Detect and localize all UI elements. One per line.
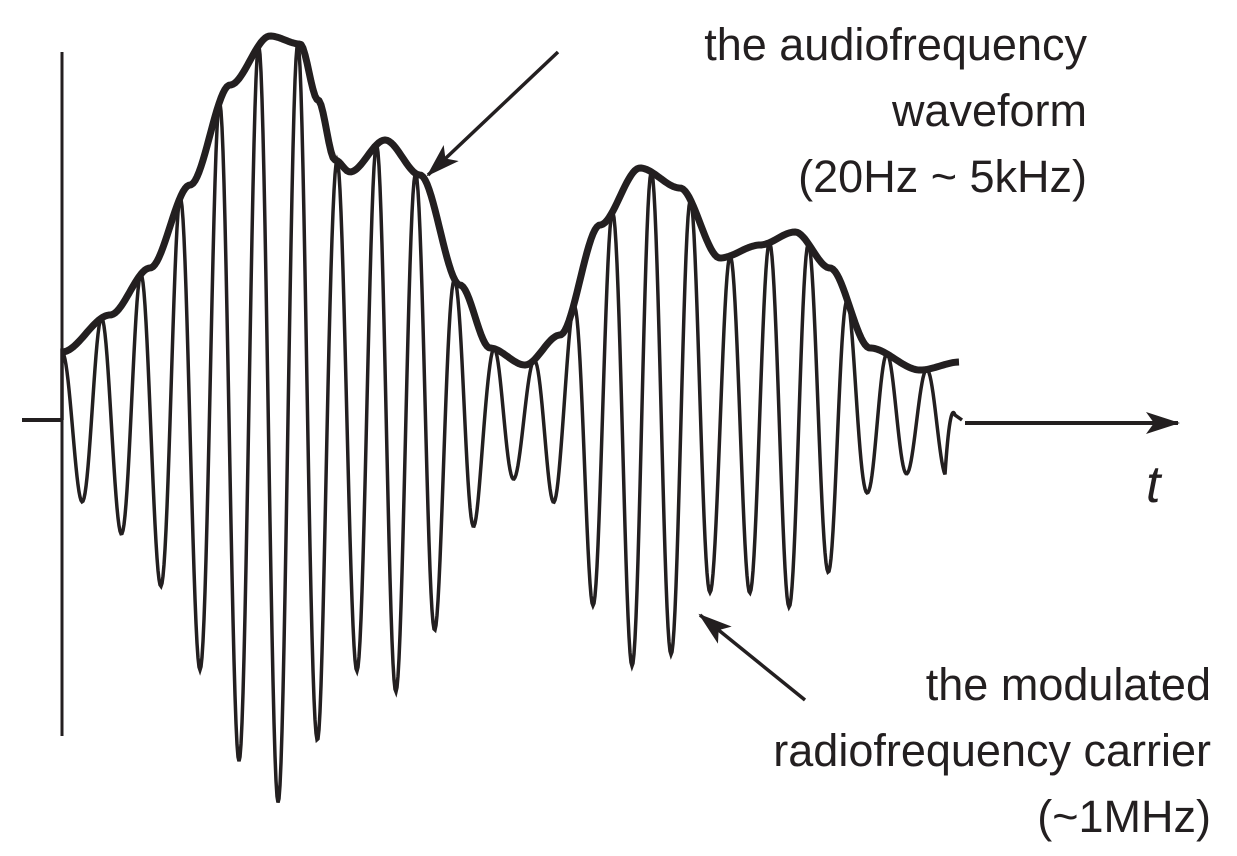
envelope-label: the audiofrequency waveform (20Hz ~ 5kHz… [704,12,1087,210]
envelope-label-line: (20Hz ~ 5kHz) [798,151,1087,202]
carrier-label-line: radiofrequency carrier [773,725,1211,776]
envelope-pointer-arrow [426,50,560,177]
carrier-label-line: (~1MHz) [1037,791,1211,842]
carrier-label-line: the modulated [925,659,1211,710]
carrier-label: the modulated radiofrequency carrier (~1… [773,652,1211,850]
time-axis-label: t [1146,456,1161,514]
carrier-pointer-arrow [698,613,807,702]
envelope-label-line: the audiofrequency [704,19,1087,70]
envelope-curve [59,32,961,374]
envelope-label-line: waveform [891,85,1087,136]
